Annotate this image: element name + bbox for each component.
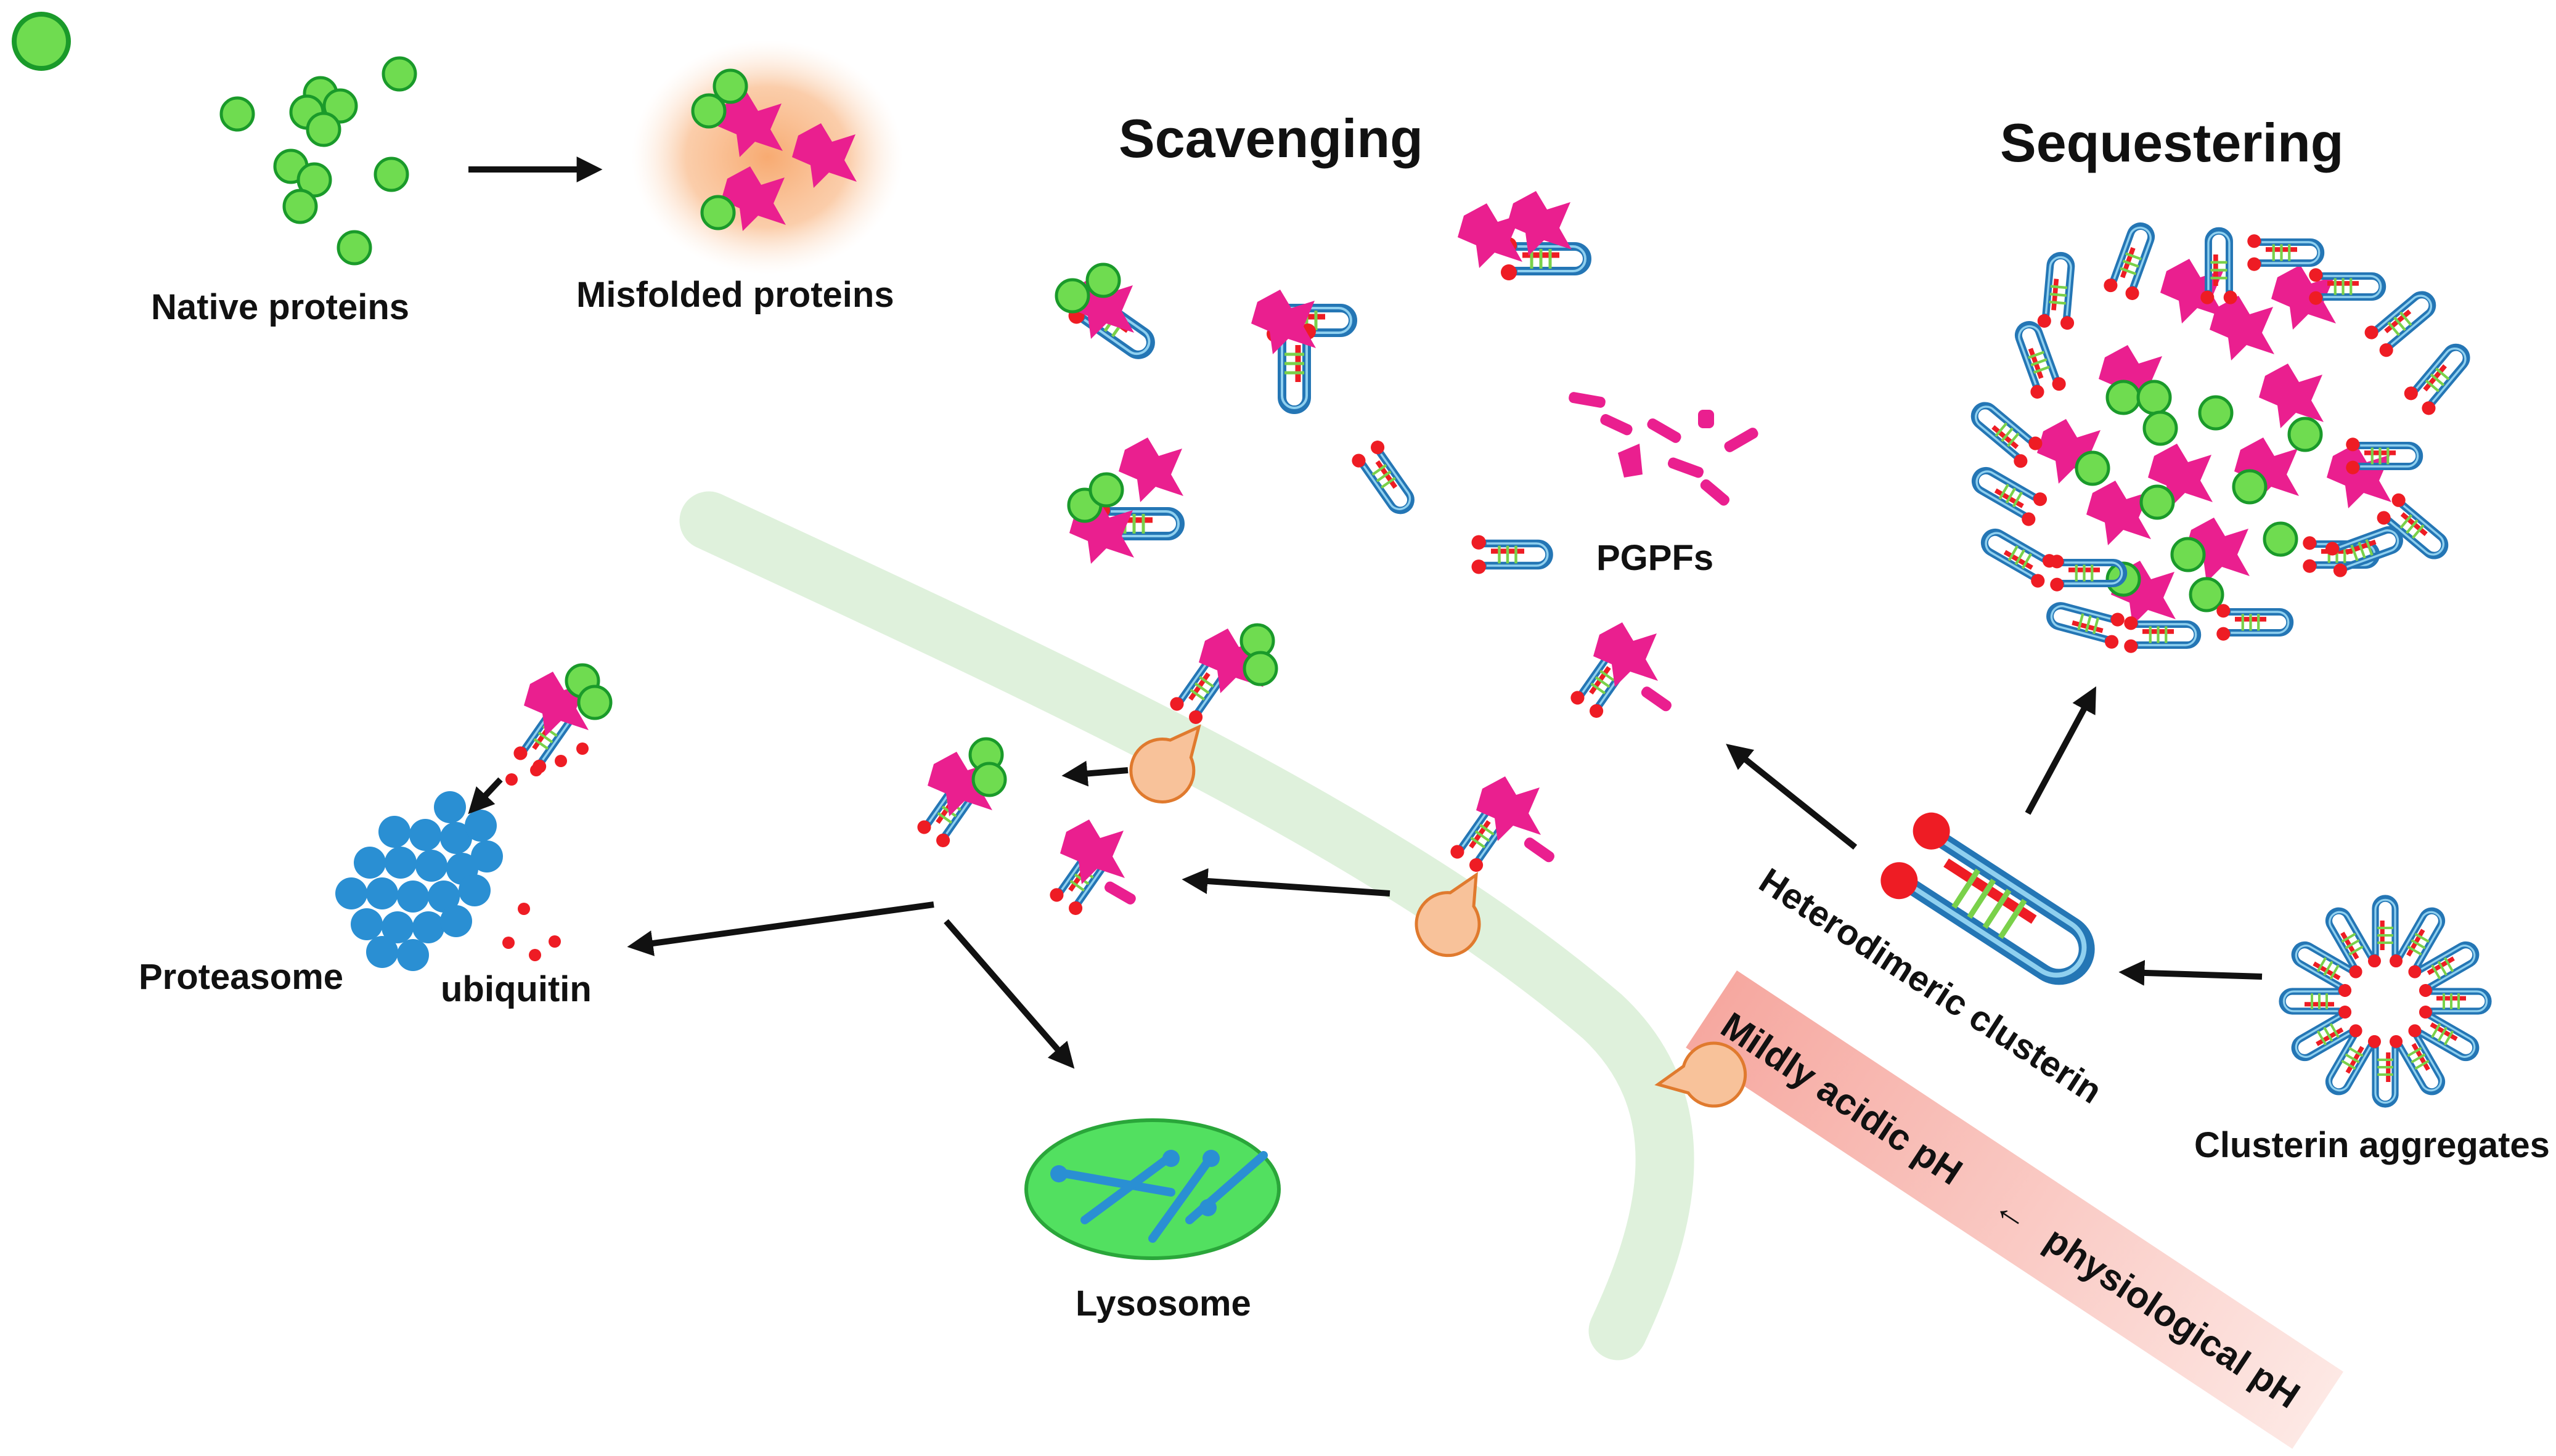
title-scavenging: Scavenging [1119, 108, 1423, 169]
scavenging-complexes [1056, 191, 1587, 574]
label-lysosome: Lysosome [1076, 1283, 1251, 1324]
misfolded-protein-icon [1476, 776, 1541, 841]
pathway-arrows [627, 686, 2263, 1069]
native-protein-icon [2172, 539, 2204, 571]
arrow-icon [627, 901, 934, 956]
native-protein-icon [714, 70, 746, 102]
native-protein-icon [1056, 280, 1088, 312]
native-protein-icon [2264, 523, 2297, 555]
native-protein-icon [2141, 486, 2173, 518]
native-protein-icon [2138, 381, 2170, 413]
arrow-icon [2025, 686, 2096, 815]
label-mildly-acidic-ph: Mildly acidic pH [1714, 1004, 1970, 1193]
native-protein-icon [2200, 397, 2232, 429]
label-proteasome: Proteasome [139, 957, 343, 997]
arrow-icon [1182, 868, 1390, 897]
native-protein-icon [284, 190, 316, 222]
native-protein-icon [973, 763, 1005, 795]
label-pgpfs: PGPFs [1596, 538, 1713, 578]
clusterin-icon [1472, 535, 1550, 574]
arrow-icon [2118, 959, 2263, 986]
corner-bullet-icon [12, 12, 71, 71]
native-protein-icon [1087, 264, 1119, 296]
internalized-complexes [505, 665, 1136, 917]
arrow-icon [468, 777, 503, 815]
native-protein-icon [2289, 418, 2321, 450]
arrow-icon [1726, 744, 1858, 850]
label-native-proteins: Native proteins [151, 287, 409, 327]
label-clusterin-aggregates: Clusterin aggregates [2194, 1125, 2550, 1165]
native-protein-icon [221, 98, 253, 130]
ubiquitin-icon [502, 903, 561, 961]
native-protein-icon [1244, 653, 1276, 685]
native-protein-icon [2107, 381, 2139, 413]
pgpf-fragments [1569, 392, 1758, 506]
clusterin-icon [2124, 616, 2197, 653]
native-protein-icon [702, 197, 734, 229]
sequestering-aggregate [1966, 213, 2477, 653]
proteasome-icon [335, 791, 503, 971]
arrow-icon [1061, 760, 1129, 787]
native-protein-icon [383, 58, 415, 90]
cell-membrane [679, 491, 1694, 1360]
clusterin-aggregates-icon [2282, 898, 2488, 1104]
native-protein-icon [338, 232, 370, 264]
misfolded-protein-icon [1119, 437, 1183, 502]
label-physiological-ph: physiological pH [2038, 1219, 2307, 1417]
native-protein-icon [579, 686, 611, 718]
native-protein-icon [375, 158, 407, 190]
native-protein-icon [2076, 452, 2109, 484]
native-protein-icon [2191, 579, 2223, 611]
clusterin-icon [2216, 604, 2290, 641]
title-sequestering: Sequestering [2000, 112, 2343, 173]
label-misfolded-proteins: Misfolded proteins [576, 275, 894, 315]
heterodimeric-clusterin-icon [1880, 812, 2095, 985]
native-protein-icon [2234, 471, 2266, 503]
misfolded-proteins-group [632, 40, 903, 274]
native-protein-icon [2144, 412, 2176, 444]
receptor-bound-complexes [1167, 622, 1672, 874]
clusterin-icon [2401, 338, 2476, 418]
clusterin-icon [1349, 438, 1421, 519]
native-proteins-group [221, 58, 415, 264]
native-protein-icon [1090, 474, 1122, 506]
native-protein-icon [308, 113, 340, 145]
label-ubiquitin: ubiquitin [441, 969, 592, 1009]
lysosome-icon [1024, 1118, 1281, 1260]
arrow-icon [944, 919, 1075, 1069]
